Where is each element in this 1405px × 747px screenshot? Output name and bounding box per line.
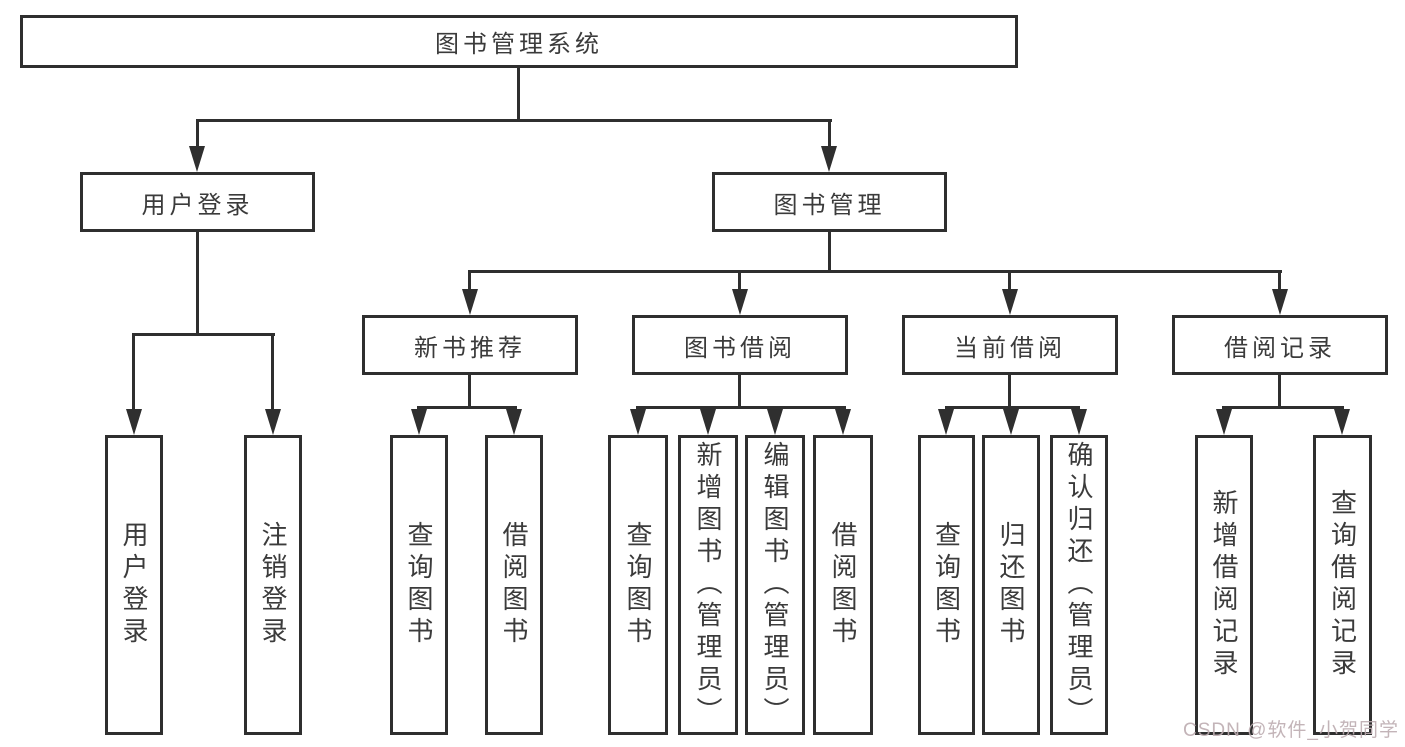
leaf-query-books-current: 查询图书 xyxy=(918,435,975,735)
leaf-edit-books-admin: 编辑图书（管理员） xyxy=(745,435,805,735)
node-label: 借阅记录 xyxy=(1224,334,1336,362)
connector-line xyxy=(1008,270,1011,292)
arrow-down-icon xyxy=(1216,409,1232,435)
arrow-down-icon xyxy=(265,409,281,435)
connector-line xyxy=(132,333,275,336)
arrow-down-icon xyxy=(938,409,954,435)
leaf-add-books-admin: 新增图书（管理员） xyxy=(678,435,738,735)
connector-line xyxy=(417,406,517,409)
leaf-label: 借阅图书 xyxy=(499,521,529,649)
leaf-label: 查询图书 xyxy=(931,521,962,649)
connector-line xyxy=(196,232,199,335)
connector-line xyxy=(828,232,831,273)
node-label: 当前借阅 xyxy=(954,334,1066,362)
arrow-down-icon xyxy=(767,409,783,435)
connector-line xyxy=(271,333,274,413)
node-book-management: 图书管理 xyxy=(712,172,947,232)
connector-line xyxy=(1278,375,1281,409)
arrow-down-icon xyxy=(700,409,716,435)
connector-line xyxy=(636,406,846,409)
leaf-query-books-borrow: 查询图书 xyxy=(608,435,668,735)
arrow-down-icon xyxy=(462,289,478,315)
leaf-label: 查询图书 xyxy=(623,521,653,649)
leaf-query-books-recommend: 查询图书 xyxy=(390,435,448,735)
arrow-down-icon xyxy=(1071,409,1087,435)
node-book-borrow: 图书借阅 xyxy=(632,315,848,375)
node-label: 用户登录 xyxy=(141,191,254,219)
connector-line xyxy=(468,270,471,292)
node-library-management-system: 图书管理系统 xyxy=(20,15,1018,68)
connector-line xyxy=(196,119,199,151)
leaf-user-login: 用户登录 xyxy=(105,435,163,735)
leaf-label: 借阅图书 xyxy=(828,521,858,649)
arrow-down-icon xyxy=(506,409,522,435)
connector-line xyxy=(1008,375,1011,409)
leaf-label: 查询图书 xyxy=(404,521,434,649)
node-label: 图书管理 xyxy=(773,191,886,219)
arrow-down-icon xyxy=(411,409,427,435)
arrow-down-icon xyxy=(732,289,748,315)
arrow-down-icon xyxy=(1003,409,1019,435)
leaf-label: 查询借阅记录 xyxy=(1327,489,1358,681)
arrow-down-icon xyxy=(1272,289,1288,315)
connector-line xyxy=(468,375,471,409)
leaf-borrow-books-recommend: 借阅图书 xyxy=(485,435,543,735)
node-new-book-recommend: 新书推荐 xyxy=(362,315,578,375)
csdn-watermark: CSDN @软件_小贺同学 xyxy=(1183,720,1399,741)
arrow-down-icon xyxy=(189,146,205,172)
leaf-label: 归还图书 xyxy=(996,521,1026,649)
connector-line xyxy=(828,119,831,151)
leaf-add-borrow-record: 新增借阅记录 xyxy=(1195,435,1253,735)
leaf-label: 确认归还（管理员） xyxy=(1064,441,1094,729)
leaf-confirm-return-admin: 确认归还（管理员） xyxy=(1050,435,1108,735)
leaf-label: 新增借阅记录 xyxy=(1209,489,1239,681)
leaf-return-books: 归还图书 xyxy=(982,435,1040,735)
connector-line xyxy=(517,68,520,121)
connector-line xyxy=(738,270,741,292)
arrow-down-icon xyxy=(1002,289,1018,315)
arrow-down-icon xyxy=(126,409,142,435)
arrow-down-icon xyxy=(835,409,851,435)
node-label: 图书管理系统 xyxy=(435,31,603,58)
connector-line xyxy=(945,406,1080,409)
node-label: 图书借阅 xyxy=(684,334,796,362)
connector-line xyxy=(738,375,741,409)
node-label: 新书推荐 xyxy=(414,334,526,362)
node-current-borrow: 当前借阅 xyxy=(902,315,1118,375)
arrow-down-icon xyxy=(821,146,837,172)
leaf-label: 注销登录 xyxy=(258,521,288,649)
arrow-down-icon xyxy=(630,409,646,435)
connector-line xyxy=(1222,406,1344,409)
node-user-login: 用户登录 xyxy=(80,172,315,232)
connector-line xyxy=(468,270,1282,273)
leaf-label: 编辑图书（管理员） xyxy=(760,441,790,729)
leaf-query-borrow-record: 查询借阅记录 xyxy=(1313,435,1372,735)
leaf-label: 新增图书（管理员） xyxy=(693,441,723,729)
leaf-logout: 注销登录 xyxy=(244,435,302,735)
connector-line xyxy=(132,333,135,413)
leaf-label: 用户登录 xyxy=(119,521,149,649)
node-borrow-records: 借阅记录 xyxy=(1172,315,1388,375)
connector-line xyxy=(1278,270,1281,292)
leaf-borrow-books: 借阅图书 xyxy=(813,435,873,735)
connector-line xyxy=(196,119,832,122)
arrow-down-icon xyxy=(1334,409,1350,435)
